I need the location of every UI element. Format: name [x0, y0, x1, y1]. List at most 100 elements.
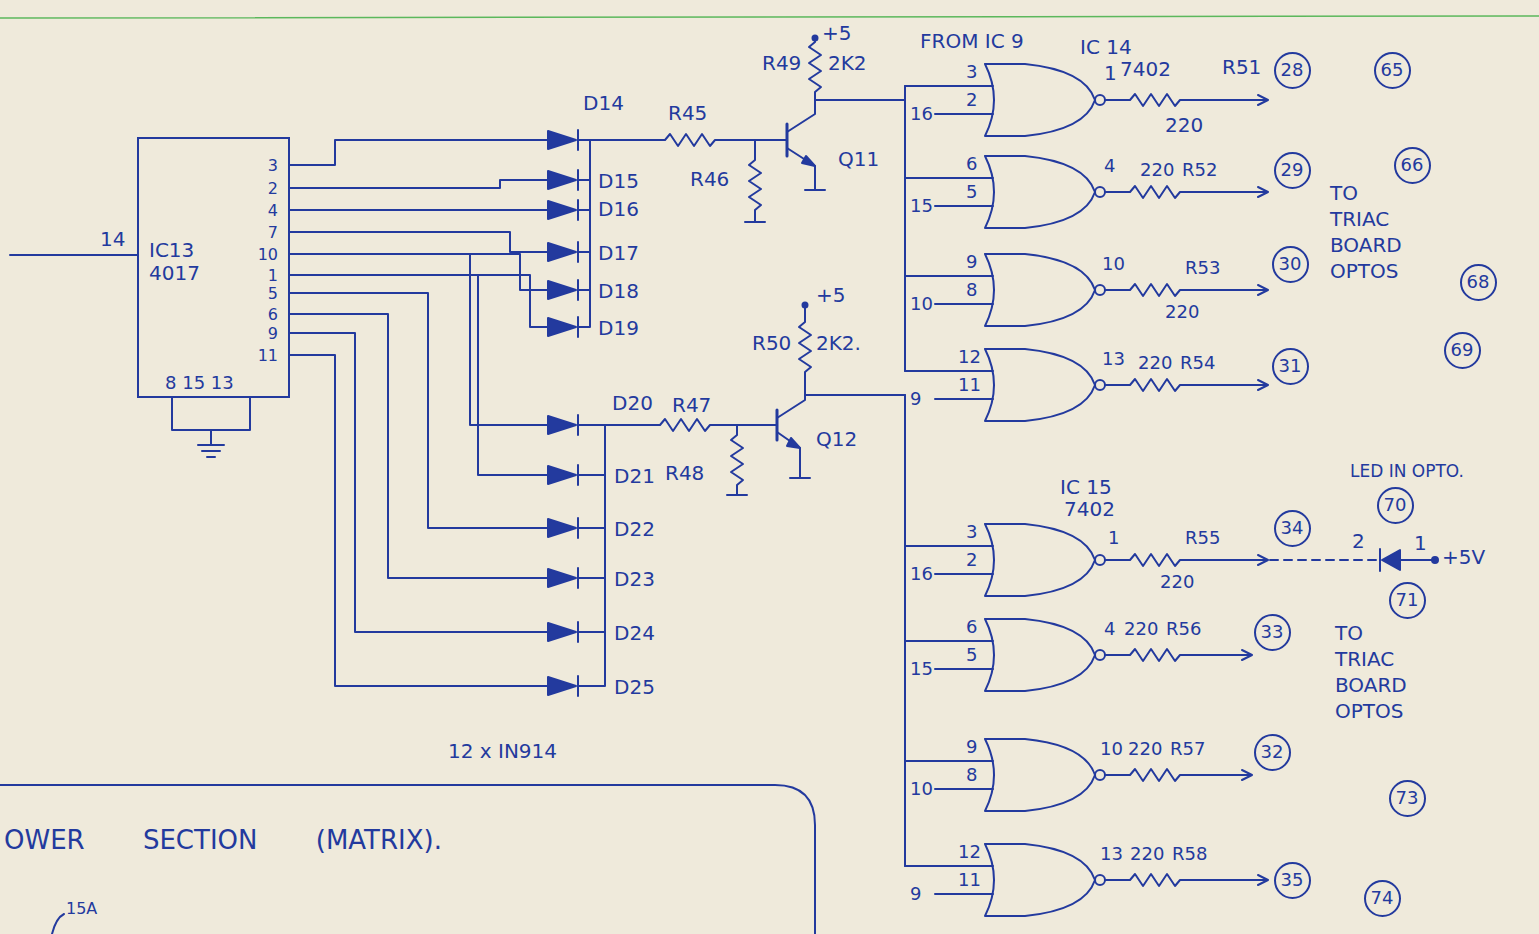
schematic-label: 6 — [966, 154, 977, 175]
schematic-label: D15 — [598, 170, 639, 193]
schematic-label: D23 — [614, 568, 655, 591]
pin-number: 34 — [1281, 518, 1304, 539]
schematic-label: IC 14 — [1080, 36, 1132, 59]
ic-box: IC13 4017 3 2 4 7 10 15 69 11 8 15 13 — [137, 137, 290, 398]
schematic-label: D25 — [614, 676, 655, 699]
schematic-label: 11 — [958, 870, 981, 891]
schematic-label: LED IN OPTO. — [1350, 462, 1464, 482]
schematic-label: Q11 — [838, 148, 879, 171]
pin-circle: 65 — [1374, 52, 1411, 89]
schematic-label: R53 — [1185, 258, 1220, 279]
schematic-label: D19 — [598, 317, 639, 340]
pin-number: 3 — [268, 157, 278, 175]
pin-number: 70 — [1384, 495, 1407, 516]
pin-number: 4 — [268, 202, 278, 220]
schematic-label: 2 — [1352, 530, 1365, 553]
schematic-label: D14 — [583, 92, 624, 115]
schematic-label: 12 — [958, 347, 981, 368]
schematic-label: 10 — [1102, 254, 1125, 275]
schematic-label: 15 — [910, 196, 933, 217]
pin-circle: 33 — [1254, 614, 1291, 651]
schematic-label: 5 — [966, 645, 977, 666]
pin-circle: 68 — [1460, 264, 1497, 301]
pin-number: 68 — [1467, 272, 1490, 293]
chip-name: IC13 4017 — [149, 239, 211, 285]
pin-circle: 31 — [1272, 348, 1309, 385]
schematic-label: 220 — [1160, 572, 1194, 593]
schematic-label: 2K2 — [828, 52, 867, 75]
schematic-label: 2K2. — [816, 332, 861, 355]
schematic-label: 8 — [966, 765, 977, 786]
pin-circle: 70 — [1377, 487, 1414, 524]
pin-circle: 28 — [1274, 52, 1311, 89]
schematic-label: 8 — [966, 280, 977, 301]
schematic-label: R45 — [668, 102, 707, 125]
schematic-label: 10 — [910, 294, 933, 315]
schematic-label: 7402 — [1064, 498, 1115, 521]
pin-circle: 66 — [1394, 147, 1431, 184]
pin-number: 32 — [1261, 742, 1284, 763]
schematic-label: 2 — [966, 550, 977, 571]
schematic-label: TO TRIAC BOARD OPTOS — [1335, 620, 1417, 724]
schematic-label: 9 — [910, 389, 921, 410]
schematic-label: 2 — [966, 90, 977, 111]
pin-number: 7 — [268, 224, 278, 242]
schematic-label: 4 — [1104, 619, 1115, 640]
schematic-label: 220 — [1128, 739, 1162, 760]
schematic-label: D24 — [614, 622, 655, 645]
pin-circle: 69 — [1444, 332, 1481, 369]
schematic-label: 15A — [66, 900, 97, 918]
schematic-label: R57 — [1170, 739, 1205, 760]
pin-number: 30 — [1279, 254, 1302, 275]
pin-number: 10 — [258, 246, 278, 264]
schematic-label: R54 — [1180, 353, 1215, 374]
schematic-label: 6 — [966, 617, 977, 638]
schematic-label: D22 — [614, 518, 655, 541]
schematic-label: 10 — [1100, 739, 1123, 760]
schematic-label: D18 — [598, 280, 639, 303]
pin-number: 33 — [1261, 622, 1284, 643]
schematic-label: R48 — [665, 462, 704, 485]
schematic-label: OWER SECTION (MATRIX). — [4, 826, 442, 856]
pin-circle: 30 — [1272, 246, 1309, 283]
schematic-label: 1 — [1414, 532, 1427, 555]
schematic-label: 10 — [910, 779, 933, 800]
pin-number: 8 15 13 — [165, 373, 234, 394]
pin-number: 1 — [268, 267, 278, 285]
schematic-label: R46 — [690, 168, 729, 191]
pin-number: 11 — [258, 347, 278, 365]
schematic-label: R55 — [1185, 528, 1220, 549]
schematic-label: 13 — [1100, 844, 1123, 865]
schematic-label: 9 — [966, 737, 977, 758]
schematic-label: 5 — [966, 182, 977, 203]
schematic-label: 11 — [958, 375, 981, 396]
pin-number: 73 — [1396, 788, 1419, 809]
schematic-label: D21 — [614, 465, 655, 488]
pin-number: 69 — [1451, 340, 1474, 361]
pin-number: 31 — [1279, 356, 1302, 377]
pin-circle: 35 — [1274, 862, 1311, 899]
pin-number: 71 — [1396, 590, 1419, 611]
schematic-label: R47 — [672, 394, 711, 417]
schematic-label: 220 — [1165, 302, 1199, 323]
schematic-label: 14 — [100, 228, 125, 251]
pin-number: 6 — [268, 306, 278, 324]
schematic-label: 220 — [1140, 160, 1174, 181]
pin-number: 2 — [268, 180, 278, 198]
schematic-label: 15 — [910, 659, 933, 680]
pin-number: 9 — [268, 325, 278, 343]
pin-number: 66 — [1401, 155, 1424, 176]
schematic-label: FROM IC 9 — [920, 30, 1024, 53]
schematic-label: +5V — [1442, 546, 1485, 569]
schematic-label: 4 — [1104, 156, 1115, 177]
pin-circle: 71 — [1389, 582, 1426, 619]
schematic-label: 3 — [966, 522, 977, 543]
schematic-label: +5 — [822, 22, 851, 45]
pin-number: 65 — [1381, 60, 1404, 81]
pin-circle: 73 — [1389, 780, 1426, 817]
pin-number: 5 — [268, 285, 278, 303]
schematic-label: D20 — [612, 392, 653, 415]
pin-number: 35 — [1281, 870, 1304, 891]
schematic-label: Q12 — [816, 428, 857, 451]
pin-circle: 34 — [1274, 510, 1311, 547]
